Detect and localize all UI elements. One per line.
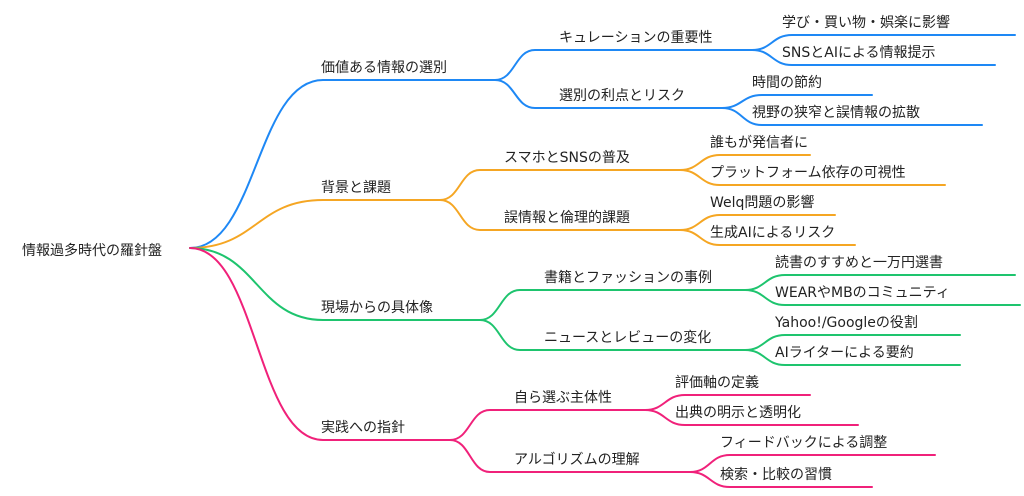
edges (189, 34, 1021, 488)
branch-node[interactable]: 現場からの具体像 (321, 300, 433, 316)
leaf-edge (679, 229, 856, 246)
leaf-edge (679, 169, 946, 186)
subtopic-node[interactable]: ニュースとレビューの変化 (544, 329, 711, 346)
leaf-node[interactable]: 誰もが発信者に (710, 135, 808, 151)
subtopic-edge (439, 169, 681, 201)
leaf-node[interactable]: フィードバックによる調整 (720, 435, 887, 451)
leaf-node[interactable]: WEARやMBのコミュニティ (775, 285, 950, 301)
subtopic-node[interactable]: キュレーションの重要性 (559, 30, 712, 46)
leaf-node[interactable]: 出典の明示と透明化 (675, 405, 801, 421)
subtopic-edge (449, 439, 691, 473)
subtopic-edge (479, 289, 746, 321)
leaf-edge (689, 454, 936, 473)
branch-node[interactable]: 価値ある情報の選別 (321, 60, 447, 76)
leaf-node[interactable]: Yahoo!/Googleの役割 (774, 314, 918, 331)
leaf-node[interactable]: 検索・比較の習慣 (720, 466, 832, 483)
root-node[interactable]: 情報過多時代の羅針盤 (22, 242, 162, 259)
leaf-node[interactable]: 生成AIによるリスク (710, 225, 835, 241)
leaf-node[interactable]: AIライターによる要約 (775, 345, 914, 361)
leaf-edge (744, 289, 1021, 306)
leaf-edge (751, 49, 996, 66)
subtopic-node[interactable]: 書籍とファッションの事例 (544, 269, 712, 286)
leaf-node[interactable]: Welq問題の影響 (710, 194, 814, 211)
leaf-node[interactable]: 時間の節約 (752, 74, 822, 91)
leaf-edge (689, 471, 873, 488)
subtopic-node[interactable]: アルゴリズムの理解 (514, 451, 640, 468)
subtopic-node[interactable]: 自ら選ぶ主体性 (514, 390, 612, 406)
leaf-edge (721, 107, 983, 126)
leaf-node[interactable]: 読書のすすめと一万円選書 (775, 254, 943, 271)
branch-node[interactable]: 背景と課題 (321, 180, 391, 196)
branch-node[interactable]: 実践への指針 (321, 420, 405, 436)
leaf-edge (644, 409, 859, 426)
subtopic-node[interactable]: 選別の利点とリスク (559, 88, 685, 104)
leaf-edge (744, 349, 961, 366)
leaf-node[interactable]: 視野の狭窄と誤情報の拡散 (752, 104, 920, 121)
subtopic-edge (494, 49, 753, 81)
subtopic-edge (494, 79, 723, 109)
branch-edge (189, 79, 496, 249)
leaf-node[interactable]: SNSとAIによる情報提示 (782, 45, 936, 61)
branch-edge (189, 247, 481, 321)
branch-edge (189, 199, 441, 249)
labels: 情報過多時代の羅針盤 価値ある情報の選別 キュレーションの重要性 学び・買い物・娯楽… (22, 14, 950, 483)
leaf-node[interactable]: プラットフォーム依存の可視性 (710, 165, 906, 181)
branch-edge (189, 247, 451, 441)
subtopic-edge (449, 409, 646, 441)
leaf-node[interactable]: 学び・買い物・娯楽に影響 (782, 14, 950, 31)
subtopic-node[interactable]: 誤情報と倫理的課題 (504, 210, 630, 226)
subtopic-edge (439, 199, 681, 231)
subtopic-node[interactable]: スマホとSNSの普及 (504, 150, 630, 166)
subtopic-edge (479, 319, 746, 351)
leaf-node[interactable]: 評価軸の定義 (675, 374, 759, 391)
